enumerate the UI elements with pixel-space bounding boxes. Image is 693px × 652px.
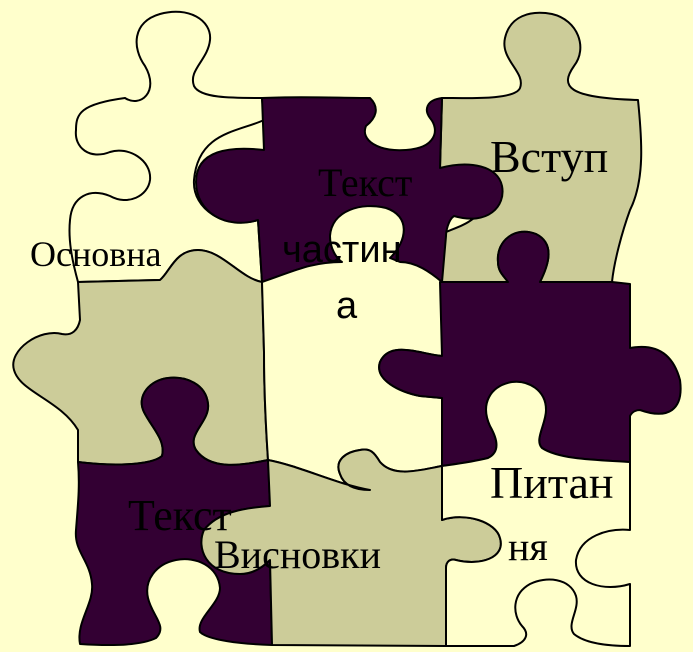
puzzle-piece-middle-left [13, 250, 268, 465]
label-intro: Вступ [490, 131, 608, 182]
label-text-top: Текст [318, 160, 412, 205]
label-main-part: Основна [30, 234, 162, 274]
label-conclusions: Висновки [214, 532, 381, 577]
label-questions-line2: ня [508, 524, 548, 569]
label-part-line1: частин [282, 229, 402, 271]
label-part-line2: а [336, 285, 358, 327]
label-questions-line1: Питан [490, 457, 614, 508]
